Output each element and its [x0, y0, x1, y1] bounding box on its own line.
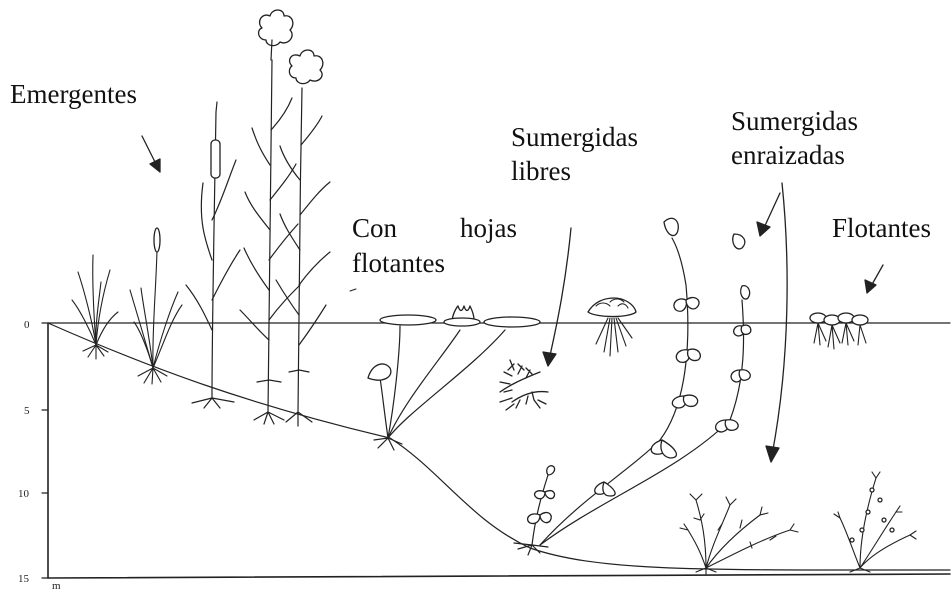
- depth-ticks: 0 5 10 15 m: [18, 319, 61, 589]
- floating-small-plants: [810, 313, 868, 349]
- arrow-emergentes: [142, 136, 160, 172]
- label-hojas: hojas: [460, 212, 517, 245]
- arrow-enraizadas-left: [757, 193, 780, 236]
- label-con: Con: [352, 212, 397, 245]
- label-sumergidas-libres-line1: Sumergidas: [511, 121, 638, 154]
- depth-tick-0: 0: [24, 319, 30, 331]
- label-mark: [350, 289, 356, 291]
- emergent-tall-reed-2: [276, 50, 330, 426]
- label-sumergidas-libres-line2: libres: [511, 155, 571, 188]
- lake-bottom-profile: [48, 323, 950, 570]
- arrow-flotantes: [865, 265, 883, 293]
- arrow-sumergidas-libres: [543, 228, 571, 366]
- depth-tick-15: 15: [18, 573, 30, 585]
- submerged-rooted-bush-2: [834, 472, 916, 572]
- submerged-rooted-bush-1: [680, 494, 798, 574]
- emergent-grass-tuft: [72, 255, 118, 359]
- emergent-cattail: [186, 102, 240, 408]
- floating-rosette-plant: [588, 298, 636, 356]
- depth-tick-10: 10: [18, 488, 30, 500]
- submerged-rooted-tall-plant: [540, 218, 751, 545]
- depth-tick-5: 5: [24, 405, 30, 417]
- label-sumergidas-enraizadas-line2: enraizadas: [731, 139, 845, 172]
- label-emergentes: Emergentes: [10, 78, 137, 111]
- bottom-axis-line: [48, 574, 950, 578]
- label-hojas-flotantes: flotantes: [352, 247, 445, 280]
- submerged-free-plant: [500, 360, 548, 410]
- floating-leaf-plant: [368, 306, 540, 450]
- submerged-rooted-small-plant: [514, 466, 555, 555]
- label-sumergidas-enraizadas-line1: Sumergidas: [731, 105, 858, 138]
- depth-unit: m: [52, 580, 61, 589]
- label-flotantes: Flotantes: [832, 212, 931, 245]
